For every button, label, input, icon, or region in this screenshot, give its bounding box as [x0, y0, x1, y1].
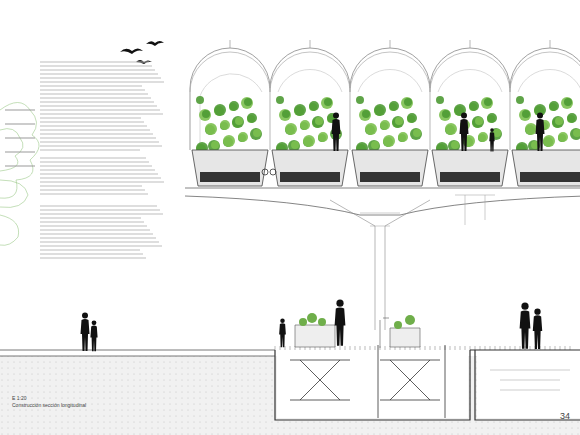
greenhouse-vaults: [190, 40, 580, 150]
scissor-lifts: [290, 345, 445, 418]
plants: [196, 96, 580, 154]
label: 34: [560, 411, 570, 422]
label: E 1:20: [12, 395, 26, 401]
tree-sketch: [0, 103, 39, 246]
birds: [120, 41, 164, 64]
pits: [275, 350, 580, 420]
person: [332, 113, 341, 152]
column: [330, 200, 430, 330]
platform-slab: [185, 188, 580, 215]
illegible-text-lines: [5, 62, 164, 258]
planters: [192, 150, 580, 186]
caption: Construcción sección longitudinal: [12, 402, 86, 408]
